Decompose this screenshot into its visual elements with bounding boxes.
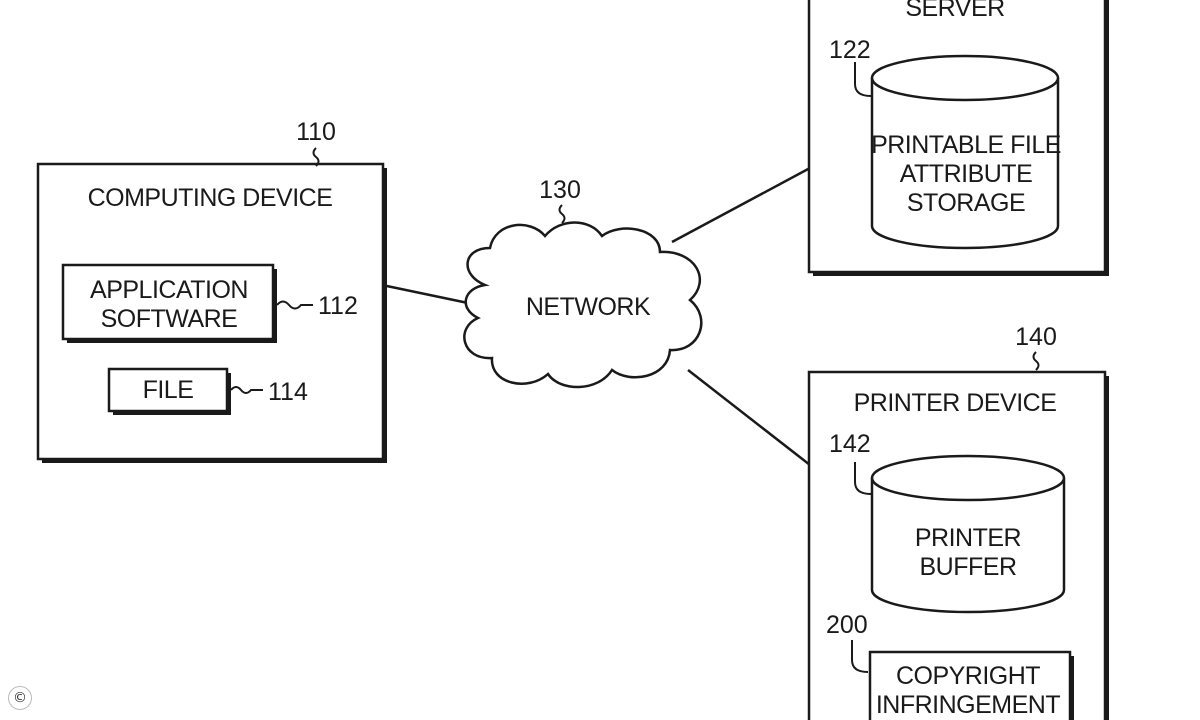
network-label: NETWORK xyxy=(526,293,651,321)
buffer-cylinder-top xyxy=(870,454,1066,502)
storage-leader xyxy=(854,62,872,97)
computing-device-leader xyxy=(312,147,320,167)
computing-device-label: COMPUTING DEVICE xyxy=(88,184,333,212)
application-software-box: APPLICATION SOFTWARE xyxy=(61,263,277,343)
file-label: FILE xyxy=(143,376,194,404)
computing-device-ref: 110 xyxy=(296,118,336,146)
buffer-line1: PRINTER xyxy=(915,524,1021,552)
printer-device-leader xyxy=(1032,351,1040,371)
application-software-line2: SOFTWARE xyxy=(101,305,238,333)
buffer-ref: 142 xyxy=(829,430,871,458)
copyright-leader xyxy=(851,640,869,673)
copyright-line1: COPYRIGHT xyxy=(896,662,1040,690)
buffer-leader xyxy=(854,462,872,495)
storage-line2: ATTRIBUTE xyxy=(900,160,1033,188)
file-ref: 114 xyxy=(268,378,308,406)
printable-file-attribute-storage: PRINTABLE FILE ATTRIBUTE STORAGE xyxy=(870,54,1061,250)
buffer-cylinder-body xyxy=(870,478,1066,614)
network-cloud: NETWORK xyxy=(463,221,703,389)
link-computing-network xyxy=(381,283,469,305)
application-software-line1: APPLICATION xyxy=(90,276,248,304)
network-ref: 130 xyxy=(539,176,581,204)
link-network-server xyxy=(671,166,811,244)
storage-cylinder-body xyxy=(870,78,1060,250)
printer-device-ref: 140 xyxy=(1015,323,1057,351)
copyright-symbol-icon: © xyxy=(8,686,32,710)
network-cloud-shape xyxy=(463,221,703,389)
copyright-infringement-box: COPYRIGHT INFRINGEMENT xyxy=(868,650,1074,720)
storage-ref: 122 xyxy=(829,36,871,64)
printer-device-label: PRINTER DEVICE xyxy=(854,389,1057,417)
buffer-line2: BUFFER xyxy=(920,553,1017,581)
link-network-printer xyxy=(687,369,811,466)
printer-buffer: PRINTER BUFFER xyxy=(870,454,1066,614)
server-label: SERVER xyxy=(905,0,1004,22)
application-software-leader xyxy=(276,300,313,310)
application-software-ref: 112 xyxy=(318,292,358,320)
storage-line3: STORAGE xyxy=(907,189,1025,217)
storage-line1: PRINTABLE FILE xyxy=(871,131,1061,159)
copyright-line2: INFRINGEMENT xyxy=(876,691,1061,719)
storage-cylinder-top xyxy=(870,54,1060,102)
copyright-ref: 200 xyxy=(826,611,868,639)
file-leader xyxy=(230,386,263,394)
file-box: FILE xyxy=(107,367,231,415)
network-leader xyxy=(558,204,566,224)
